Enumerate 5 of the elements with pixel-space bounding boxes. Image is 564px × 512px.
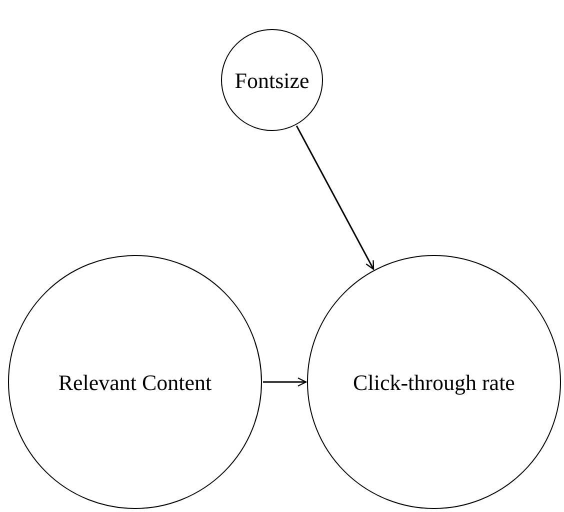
arrow [296, 125, 374, 270]
arrow [263, 377, 307, 387]
node-label: Fontsize [234, 66, 310, 94]
node-label: Relevant Content [58, 368, 212, 396]
node-label: Click-through rate [353, 368, 515, 397]
